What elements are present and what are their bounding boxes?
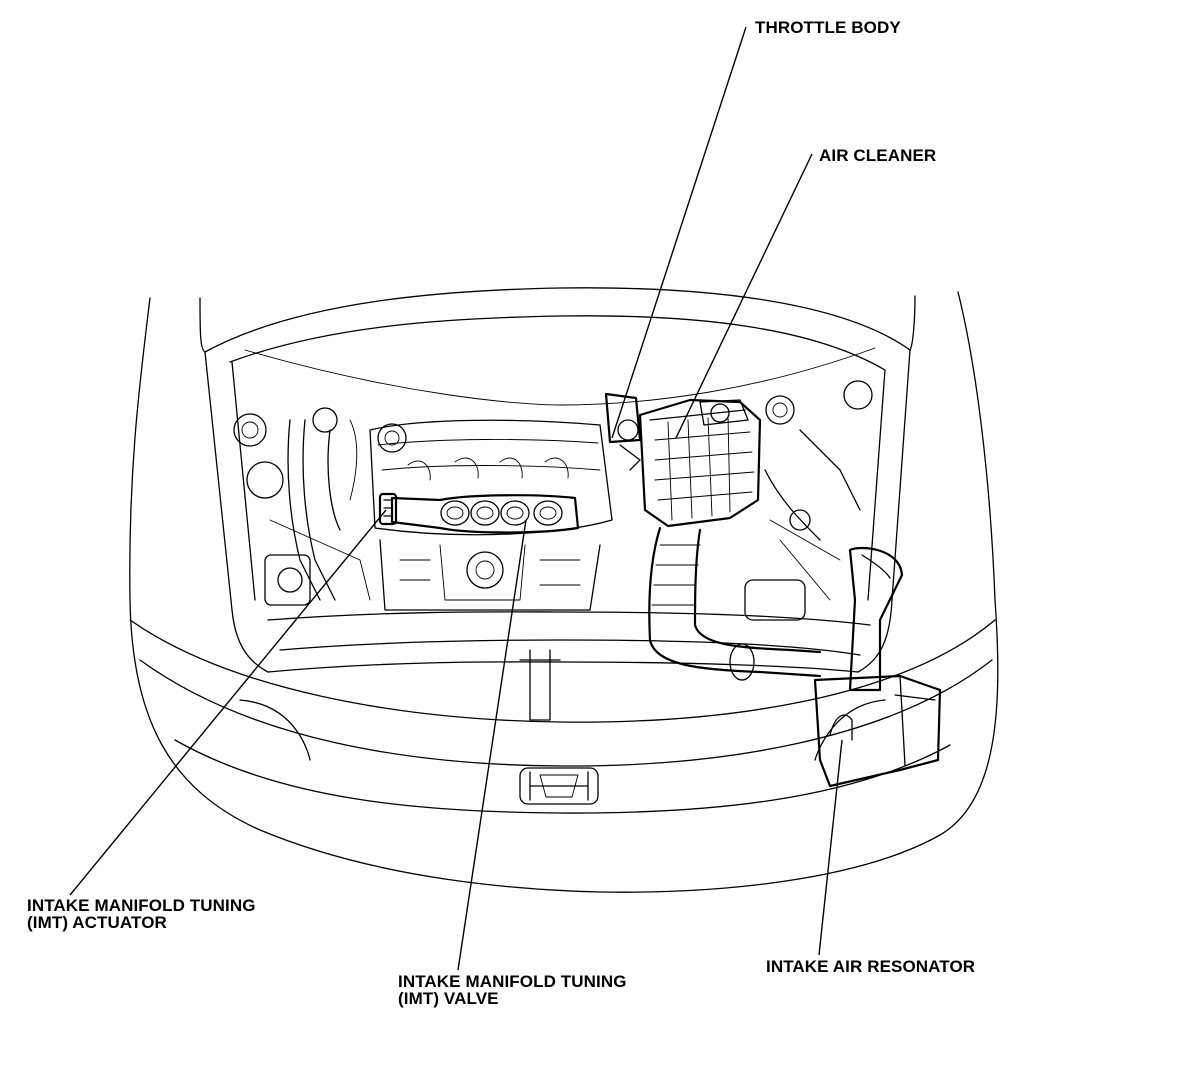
label-imt-valve: INTAKE MANIFOLD TUNING (IMT) VALVE	[398, 973, 627, 1007]
intake-manifold	[390, 494, 580, 534]
label-imt-actuator-line-2: (IMT) ACTUATOR	[27, 913, 167, 932]
imt-actuator	[378, 492, 398, 526]
label-air-cleaner: AIR CLEANER	[819, 146, 937, 165]
intake-duct	[648, 526, 822, 681]
engine-bay-components-left	[233, 407, 371, 606]
leader-air-cleaner	[675, 153, 813, 439]
engine-block	[369, 419, 613, 611]
vehicle-body-outline	[129, 287, 999, 893]
leader-intake-air-resonator	[818, 739, 843, 956]
engine-bay-components-right	[744, 380, 873, 621]
leader-imt-actuator	[69, 509, 387, 896]
label-throttle-body: THROTTLE BODY	[755, 18, 901, 37]
leader-throttle-body	[611, 26, 747, 439]
label-imt-actuator-line-1: INTAKE MANIFOLD TUNING	[27, 896, 256, 915]
label-imt-valve-line-2: (IMT) VALVE	[398, 989, 499, 1008]
leader-imt-valve	[457, 519, 527, 971]
label-imt-actuator: INTAKE MANIFOLD TUNING (IMT) ACTUATOR	[27, 897, 256, 931]
label-intake-air-resonator: INTAKE AIR RESONATOR	[766, 957, 976, 976]
label-imt-valve-line-1: INTAKE MANIFOLD TUNING	[398, 972, 627, 991]
intake-air-resonator	[813, 546, 942, 788]
leader-lines	[69, 26, 843, 971]
air-cleaner	[638, 398, 762, 528]
